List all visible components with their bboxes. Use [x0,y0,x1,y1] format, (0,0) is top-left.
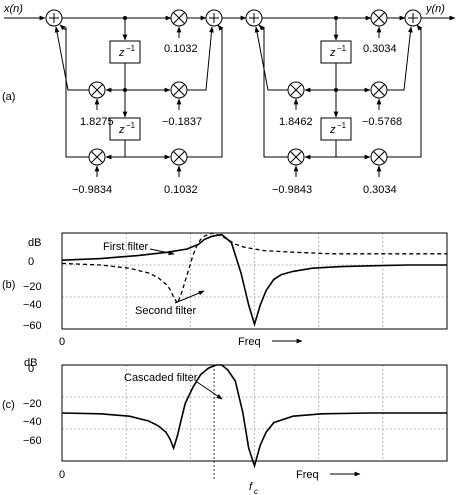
coef-a2-1: −0.9834 [72,184,112,196]
stage-2: z −1 z −1 [245,9,423,196]
coef-b2-2: 0.3034 [363,184,397,196]
chart-c-xlabel: Freq [296,469,319,481]
fc-label: f [249,481,253,493]
delay-4-sup: −1 [337,121,347,130]
first-filter-label: First filter [103,241,149,253]
second-filter-label: Second filter [135,305,196,317]
chart-b-xlabel: Freq [238,336,261,348]
block-diagram: x(n) y(n) (a) z −1 z −1 [2,3,456,196]
series-first-filter [61,233,447,327]
delay-1 [109,40,141,64]
delay-2-sup: −1 [126,121,136,130]
chart-b-ytick-1: −20 [23,281,42,293]
chart-c-xtick-0: 0 [59,469,65,481]
panel-a-label: (a) [2,91,15,103]
delay-2-label: z [118,124,125,136]
coef-b1-1: −0.1837 [162,116,202,128]
coef-b2-1: 0.1032 [164,184,198,196]
cascaded-filter-label: Cascaded filter [124,372,198,384]
coef-a1-2: 1.8462 [279,116,313,128]
chart-b-ytick-2: −40 [23,299,42,311]
panel-b-label: (b) [2,279,15,291]
delay-1-label: z [118,47,125,59]
delay-3-sup: −1 [337,44,347,53]
delay-1-sup: −1 [126,44,136,53]
chart-c: (c) dB 0 −20 −40 −60 0 Freq Cascaded fil… [2,357,448,495]
coef-a1-1: 1.8275 [80,116,114,128]
delay-3-label: z [329,47,336,59]
chart-b-ylabel: dB [28,237,41,249]
delay-4 [320,117,352,141]
series-cascaded-filter [61,364,447,469]
series-second-filter [61,232,447,305]
coef-b1-2: −0.5768 [362,116,402,128]
chart-b-ytick-0: 0 [28,256,34,268]
chart-c-grid [62,365,447,481]
fc-sub: c [254,487,258,495]
delay-3 [320,40,352,64]
chart-c-curves [61,364,447,469]
chart-c-ytick-0: 0 [28,363,34,375]
output-label: y(n) [425,3,445,15]
coef-a2-2: −0.9843 [272,184,312,196]
chart-b: (b) dB 0 −20 −40 −60 0 Freq First filter… [2,232,448,348]
chart-c-ytick-1: −20 [23,398,42,410]
chart-b-curves [61,232,447,327]
chart-b-frame [61,232,448,330]
chart-c-ytick-3: −60 [23,435,42,447]
chart-b-xtick-0: 0 [59,336,65,348]
chart-b-ytick-3: −60 [23,320,42,332]
coef-b0-2: 0.3034 [363,43,397,55]
panel-c-label: (c) [2,399,15,411]
chart-c-ytick-2: −40 [23,416,42,428]
coef-b0-1: 0.1032 [164,43,198,55]
input-label: x(n) [3,3,23,15]
stage-1: z −1 z −1 [45,9,224,196]
delay-2 [109,117,141,141]
delay-4-label: z [329,124,336,136]
chart-c-ylabel: dB [24,357,37,369]
